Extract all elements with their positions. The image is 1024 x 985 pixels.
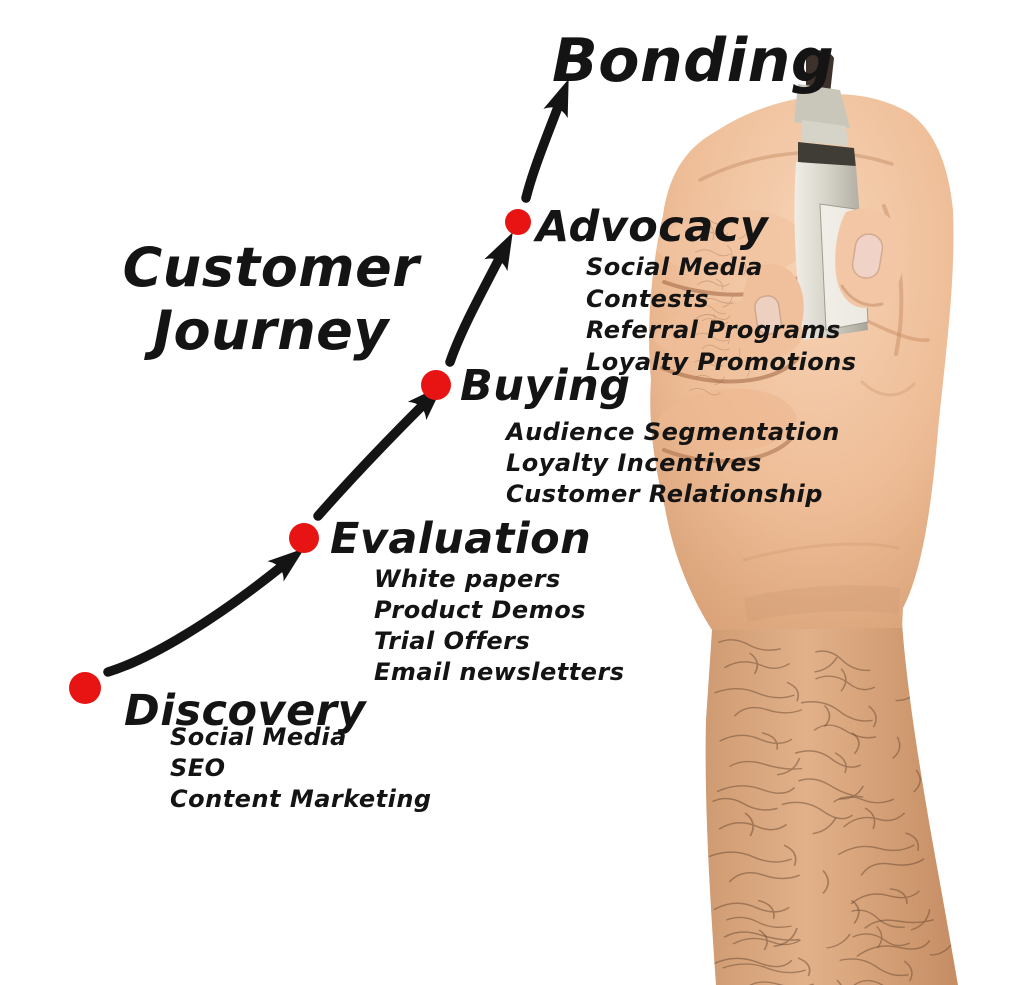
marker-ring	[798, 142, 856, 168]
arrow-discovery-to-evaluation	[103, 548, 305, 677]
list-item: White papers	[374, 565, 561, 593]
list-item: Contests	[586, 284, 709, 313]
fingertips	[742, 208, 904, 358]
list-item: Loyalty Incentives	[506, 449, 762, 477]
list-item: SEO	[170, 754, 226, 782]
stage-label-advocacy: Advocacy	[536, 202, 769, 252]
stage-items-buying: Audience Segmentation Loyalty Incentives…	[506, 417, 840, 510]
list-item: Audience Segmentation	[506, 418, 840, 446]
marker-chisel-collar	[794, 84, 850, 128]
stage-items-evaluation: White papers Product Demos Trial Offers …	[374, 564, 625, 688]
forearm	[705, 622, 958, 985]
diagram-title-line1: Customer	[122, 236, 420, 299]
stage-items-advocacy: Social Media Contests Referral Programs …	[586, 252, 857, 378]
stage-items-discovery: Social Media SEO Content Marketing	[170, 722, 432, 815]
diagram-title-line2: Journey	[152, 299, 390, 362]
list-item: Email newsletters	[374, 658, 625, 686]
stage-label-discovery: Discovery	[124, 686, 366, 736]
stage-label-evaluation: Evaluation	[330, 514, 592, 564]
dot-advocacy	[505, 209, 531, 235]
arrow-advocacy-to-bonding	[521, 78, 569, 203]
diagram-title: Customer Journey	[106, 236, 436, 362]
dot-evaluation	[289, 523, 319, 553]
dot-buying	[421, 370, 451, 400]
marker-tip	[806, 50, 834, 94]
wrist-crease	[744, 585, 900, 622]
middle-fingernail	[754, 295, 782, 335]
arrow-evaluation-to-buying	[313, 384, 444, 521]
arrow-buying-to-advocacy	[445, 232, 513, 367]
list-item: Content Marketing	[170, 785, 432, 813]
stage-label-buying: Buying	[460, 361, 631, 411]
list-item: Trial Offers	[374, 627, 531, 655]
list-item: Referral Programs	[586, 316, 841, 344]
index-fingernail	[851, 233, 884, 279]
list-item: Customer Relationship	[506, 480, 823, 508]
list-item: Product Demos	[374, 596, 586, 624]
stage-label-bonding: Bonding	[552, 26, 835, 96]
marker-neck	[802, 120, 848, 146]
list-item: Loyalty Promotions	[586, 347, 857, 376]
dot-discovery	[69, 672, 101, 704]
list-item: Social Media	[170, 723, 347, 751]
list-item: Social Media	[586, 253, 763, 281]
